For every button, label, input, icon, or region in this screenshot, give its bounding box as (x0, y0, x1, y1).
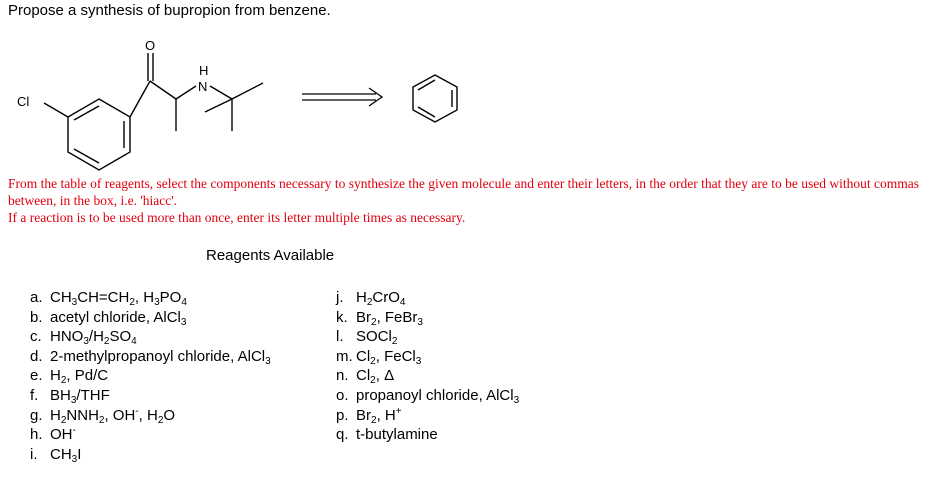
reagent-letter: b. (30, 308, 43, 326)
reagent-letter: l. (336, 328, 344, 346)
reagent-item: a. CH3CH=CH2, H3PO4 (30, 288, 271, 308)
reagent-letter: p. (336, 406, 349, 424)
reagent-formula: 2-methylpropanoyl chloride, AlCl3 (50, 347, 271, 367)
instructions-line-1: From the table of reagents, select the c… (8, 176, 919, 208)
reagent-letter: h. (30, 426, 43, 444)
reagent-letter: a. (30, 289, 43, 306)
reagent-item: k. Br2, FeBr3 (336, 308, 519, 328)
nitrogen-label: N (198, 79, 207, 94)
reagent-item: q. t-butylamine (336, 425, 519, 445)
reagent-formula: Br2, H+ (356, 405, 402, 426)
reagent-item: i. CH3I (30, 445, 271, 465)
reagent-item: c. HNO3/H2SO4 (30, 327, 271, 347)
reagent-formula: CH3I (50, 445, 82, 465)
reagent-item: e. H2, Pd/C (30, 366, 271, 386)
instructions-line-2: If a reaction is to be used more than on… (8, 210, 466, 225)
bupropion-structure (43, 53, 264, 171)
reagent-formula: H2CrO4 (356, 289, 406, 308)
bupropion-benzene-ring (67, 98, 131, 171)
reagent-item: o. propanoyl chloride, AlCl3 (336, 386, 519, 406)
benzene-structure (412, 74, 458, 123)
reagents-title: Reagents Available (206, 247, 335, 264)
oxygen-label: O (145, 38, 155, 53)
reagent-formula: H2, Pd/C (50, 367, 109, 387)
question-text: Propose a synthesis of bupropion from be… (8, 2, 331, 19)
reagent-letter: g. (30, 406, 43, 424)
reagent-item: d. 2-methylpropanoyl chloride, AlCl3 (30, 347, 271, 367)
reagent-item: p. Br2, H+ (336, 406, 519, 426)
reagent-letter: m. (336, 347, 353, 365)
reagent-item: b. acetyl chloride, AlCl3 (30, 308, 271, 328)
reagent-item: l. SOCl2 (336, 327, 519, 347)
reagent-letter: c. (30, 328, 42, 346)
reagent-item: h. OH- (30, 425, 271, 445)
reagent-formula: Cl2, FeCl3 (356, 347, 422, 367)
reagent-item: m.Cl2, FeCl3 (336, 347, 519, 367)
instructions: From the table of reagents, select the c… (8, 175, 928, 226)
reagent-letter: f. (30, 386, 39, 404)
reagent-letter: i. (30, 445, 38, 463)
reagent-formula: t-butylamine (356, 426, 438, 444)
reagent-letter: q. (336, 426, 349, 444)
reagent-item: j. H2CrO4 (336, 288, 519, 308)
reagent-formula: Br2, FeBr3 (356, 308, 423, 328)
reagent-formula: H2NNH2, OH-, H2O (50, 405, 176, 426)
retrosynthesis-scheme: Cl O N H (17, 38, 458, 171)
reagent-formula: BH3/THF (50, 386, 110, 406)
reagent-formula: CH3CH=CH2, H3PO4 (50, 289, 187, 308)
reagent-formula: acetyl chloride, AlCl3 (50, 308, 187, 328)
reagent-letter: o. (336, 386, 349, 404)
reagent-letter: e. (30, 367, 43, 385)
reagent-letter: n. (336, 367, 349, 385)
reagents-list-left: a. CH3CH=CH2, H3PO4 b. acetyl chloride, AlC… (30, 288, 271, 464)
chlorine-label: Cl (17, 94, 29, 109)
reagent-formula: HNO3/H2SO4 (50, 328, 137, 348)
retrosynthesis-arrow (302, 87, 384, 107)
hydrogen-label: H (199, 63, 208, 78)
reagent-letter: d. (30, 347, 43, 365)
reagent-item: f. BH3/THF (30, 386, 271, 406)
reagent-formula: OH- (50, 425, 76, 444)
reagent-formula: propanoyl chloride, AlCl3 (356, 386, 520, 406)
reagent-letter: k. (336, 308, 348, 326)
reagent-letter: j. (336, 289, 344, 306)
reagent-item: n. Cl2, Δ (336, 366, 519, 386)
reagent-formula: SOCl2 (356, 328, 398, 348)
reagent-formula: Cl2, Δ (356, 367, 395, 387)
reagent-item: g. H2NNH2, OH-, H2O (30, 406, 271, 426)
